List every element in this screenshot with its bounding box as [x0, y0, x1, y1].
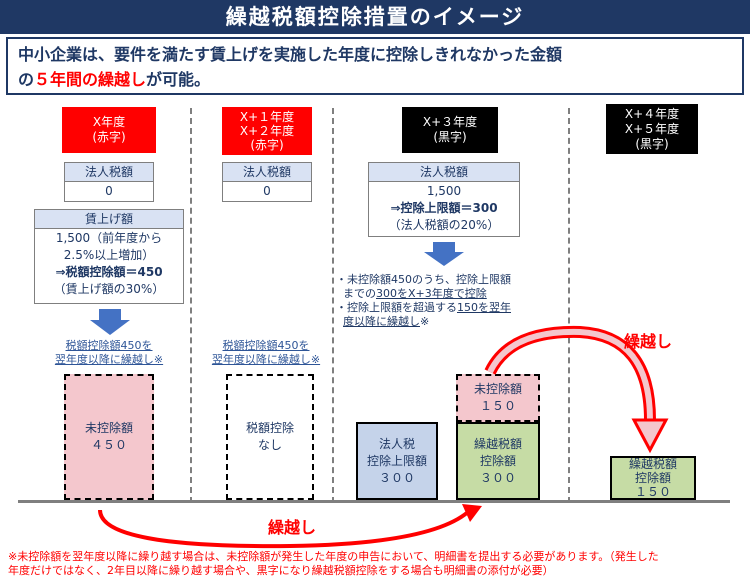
bar-credited-x3: 繰越税額 控除額 ３００: [456, 422, 540, 500]
bar-label: 控除上限額: [366, 453, 427, 468]
tax-box-x12: 法人税額 0: [222, 162, 312, 202]
note-line: ・控除上限額を超過する150を翌年: [336, 301, 568, 315]
carry-note-line: 翌年度以降に繰越し※: [211, 353, 321, 366]
note-text: ・控除上限額を超過する: [336, 301, 457, 314]
year-label-line: (赤字): [92, 130, 126, 144]
year-label-x: X年度 (赤字): [62, 107, 156, 153]
summary-line-2-prefix: の: [18, 70, 35, 89]
carry-label-top: 繰越し: [624, 332, 673, 351]
carry-note-line: 税額控除額450を: [222, 339, 310, 352]
year-label-line: X+２年度: [239, 124, 295, 138]
bar-uncredited-x3: 未控除額 １５０: [456, 374, 540, 422]
note-line: 度以降に繰越し※: [336, 315, 568, 329]
year-label-line: X+４年度: [624, 106, 680, 121]
bar-label: 繰越税額: [628, 457, 677, 471]
bar-label: 繰越税額: [473, 436, 522, 451]
year-label-line: (黒字): [433, 130, 467, 144]
summary-line-1: 中小企業は、要件を満たす賃上げを実施した年度に控除しきれなかった金額: [18, 45, 563, 64]
bar-no-credit: 税額控除 なし: [226, 374, 314, 500]
bar-label: 未控除額: [84, 421, 133, 435]
carry-note-line: 税額控除額450を: [65, 339, 153, 352]
column-divider: [190, 108, 192, 503]
tax-box-value: 0: [223, 182, 311, 200]
limit-sub: （法人税額の20%）: [388, 218, 500, 232]
bar-tax-limit: 法人税 控除上限額 ３００: [356, 422, 438, 500]
column-divider: [568, 108, 570, 503]
wage-box-body: 1,500（前年度から 2.5%以上増加） ⇒税額控除額＝450 （賃上げ額の3…: [35, 229, 183, 298]
footnote-line: ※未控除額を翌年度以降に繰り越す場合は、未控除額が発生した年度の申告において、明…: [8, 550, 659, 563]
bar-label: 税額控除: [245, 421, 294, 435]
wage-credit-line: ⇒税額控除額＝450: [55, 265, 163, 279]
tax-box-header: 法人税額: [223, 163, 311, 182]
bar-value: ３００: [378, 470, 415, 485]
year-label-line: (赤字): [250, 138, 284, 152]
summary-line-2: の５年間の繰越しが可能。: [18, 67, 732, 92]
note-underline: 150を翌年: [457, 301, 511, 314]
carry-label-bottom: 繰越し: [268, 518, 317, 537]
bar-uncredited-x: 未控除額 ４５０: [64, 374, 154, 500]
tax-box-x3: 法人税額 1,500 ⇒控除上限額＝300 （法人税額の20%）: [368, 162, 520, 237]
year-label-line: (黒字): [635, 136, 669, 151]
year-label-line: X+３年度: [422, 115, 478, 129]
note-line: までの300をX+3年度で控除: [336, 287, 568, 301]
page-title: 繰越税額控除措置のイメージ: [0, 0, 750, 34]
year-label-x12: X+１年度 X+２年度 (赤字): [222, 107, 312, 155]
note-line: ・未控除額450のうち、控除上限額: [336, 273, 511, 286]
summary-box: 中小企業は、要件を満たす賃上げを実施した年度に控除しきれなかった金額 の５年間の…: [6, 37, 744, 95]
year-label-line: X年度: [92, 115, 126, 129]
wage-line: 2.5%以上増加）: [63, 248, 155, 262]
note-text: までの: [343, 287, 376, 300]
tax-box-value: 0: [65, 182, 153, 200]
tax-box-value: 1,500: [426, 184, 462, 198]
bar-credited-x45: 繰越税額 控除額 １５０: [610, 456, 696, 500]
year-label-x3: X+３年度 (黒字): [402, 107, 498, 153]
year-label-line: X+５年度: [624, 121, 680, 136]
bar-value: １５０: [479, 399, 516, 413]
carry-note-line: 翌年度以降に繰越し※: [54, 353, 164, 366]
wage-box-header: 賃上げ額: [35, 210, 183, 229]
bar-value: ４５０: [90, 438, 127, 452]
wage-line: （賃上げ額の30%）: [53, 282, 165, 296]
bar-label: 控除額: [479, 453, 516, 468]
wage-box: 賃上げ額 1,500（前年度から 2.5%以上増加） ⇒税額控除額＝450 （賃…: [34, 209, 184, 304]
year-label-line: X+１年度: [239, 110, 295, 124]
column-divider: [332, 108, 334, 503]
tax-box-body: 1,500 ⇒控除上限額＝300 （法人税額の20%）: [369, 182, 519, 234]
bar-label: 未控除額: [473, 382, 522, 396]
summary-line-2-suffix: が可能。: [146, 70, 211, 89]
note-underline: 300をX+3年度で控除: [376, 287, 487, 300]
down-arrow-icon: [90, 309, 130, 335]
bar-value: １５０: [634, 485, 671, 499]
tax-box-header: 法人税額: [369, 163, 519, 182]
year-label-x45: X+４年度 X+５年度 (黒字): [606, 104, 698, 154]
wage-line: 1,500（前年度から: [55, 231, 163, 245]
footnote-line: 年度だけではなく、2年目以降に繰り越す場合や、黒字になり繰越税額控除をする場合も…: [8, 564, 554, 577]
tax-box-x: 法人税額 0: [64, 162, 154, 202]
footnote: ※未控除額を翌年度以降に繰り越す場合は、未控除額が発生した年度の申告において、明…: [8, 550, 748, 578]
bar-label: 控除額: [634, 471, 671, 485]
note-underline: 度以降に繰越し: [343, 315, 420, 328]
x3-notes: ・未控除額450のうち、控除上限額 までの300をX+3年度で控除 ・控除上限額…: [336, 273, 568, 329]
down-arrow-icon: [424, 242, 464, 266]
summary-highlight: ５年間の繰越し: [34, 70, 147, 89]
bar-value: ３００: [479, 470, 516, 485]
carry-note-x: 税額控除額450を 翌年度以降に繰越し※: [40, 339, 178, 367]
note-text: ※: [420, 315, 430, 328]
baseline: [18, 500, 730, 503]
limit-line: ⇒控除上限額＝300: [390, 201, 498, 215]
tax-box-header: 法人税額: [65, 163, 153, 182]
bar-label: なし: [257, 438, 282, 452]
carry-note-x12: 税額控除額450を 翌年度以降に繰越し※: [196, 339, 336, 367]
bar-label: 法人税: [378, 436, 415, 451]
